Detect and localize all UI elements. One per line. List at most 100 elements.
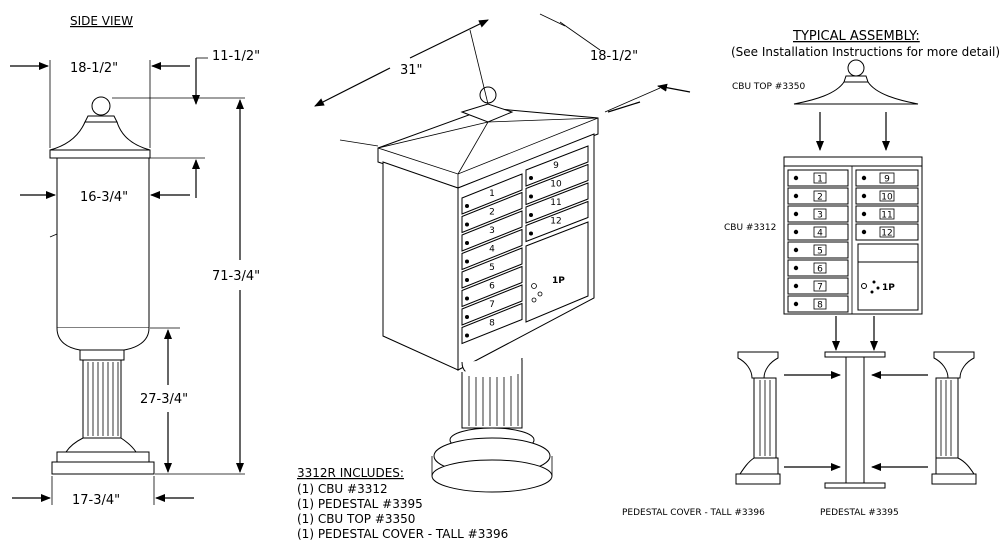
lock-icon xyxy=(793,283,799,289)
door-number: 8 xyxy=(817,301,823,311)
door-compartment xyxy=(855,187,919,205)
pedestal-cover-left xyxy=(735,351,781,485)
door-number: 1 xyxy=(489,189,495,199)
lock-icon xyxy=(861,211,867,217)
door-compartment xyxy=(787,259,849,277)
dim-pedestal-height: 27-3/4" xyxy=(140,392,188,407)
iso-pedestal xyxy=(461,360,523,429)
door-number-box xyxy=(813,262,827,274)
iso-door xyxy=(461,284,523,326)
lock-icon xyxy=(861,229,867,235)
door-number: 12 xyxy=(550,217,561,227)
lock-icon xyxy=(529,213,533,217)
assembly-subtitle: (See Installation Instructions for more … xyxy=(731,45,1000,59)
lock-icon xyxy=(861,193,867,199)
door-number: 7 xyxy=(817,283,823,293)
outgoing-slot xyxy=(857,243,919,263)
side-cap xyxy=(49,96,151,159)
door-number-box xyxy=(813,298,827,310)
door-number: 2 xyxy=(489,208,495,218)
typical-assembly: TYPICAL ASSEMBLY: (See Installation Inst… xyxy=(622,29,1000,518)
lock-icon xyxy=(529,231,533,236)
label-pedestal: PEDESTAL #3395 xyxy=(820,508,899,518)
door-number: 3 xyxy=(489,226,495,236)
door-number-box xyxy=(813,208,827,220)
door-number: 8 xyxy=(489,319,495,329)
door-number-box xyxy=(879,226,895,238)
door-compartment xyxy=(787,277,849,295)
label-pedestal-cover: PEDESTAL COVER - TALL #3396 xyxy=(622,508,765,518)
lock-icon xyxy=(465,333,469,338)
door-number: 4 xyxy=(489,245,495,255)
door-number: 5 xyxy=(817,247,823,257)
assembly-pedestal xyxy=(824,351,886,489)
iso-door xyxy=(461,210,523,252)
iso-door xyxy=(461,191,523,234)
lock-icon xyxy=(529,176,533,180)
iso-door xyxy=(525,163,589,206)
door-number: 9 xyxy=(553,161,559,171)
lock-icon xyxy=(465,278,469,282)
door-number-box xyxy=(813,172,827,184)
door-number: 2 xyxy=(817,193,823,203)
iso-dim-width: 31" xyxy=(400,63,423,78)
lock-icon xyxy=(465,296,469,301)
iso-parcel-door xyxy=(525,221,589,323)
dim-cap-height: 11-1/2" xyxy=(212,49,260,64)
lock-icon xyxy=(465,315,469,319)
lock-icon xyxy=(793,175,799,181)
label-cbu-top: CBU TOP #3350 xyxy=(732,82,805,92)
side-base xyxy=(65,437,137,453)
iso-door xyxy=(461,302,523,345)
door-number: 12 xyxy=(881,229,892,239)
door-compartment xyxy=(787,295,849,313)
door-compartment xyxy=(787,169,849,187)
lock-icon xyxy=(465,241,469,245)
assembly-parcel-label: 1P xyxy=(882,283,895,293)
label-cbu: CBU #3312 xyxy=(724,223,776,233)
door-number: 11 xyxy=(550,198,561,208)
side-neck xyxy=(56,327,150,351)
assembly-title: TYPICAL ASSEMBLY: xyxy=(792,29,920,44)
dim-body-width: 16-3/4" xyxy=(80,190,128,205)
door-compartment xyxy=(787,205,849,223)
door-number-box xyxy=(813,226,827,238)
door-number-box xyxy=(879,190,895,202)
door-number-box xyxy=(879,208,895,220)
door-number: 10 xyxy=(550,180,562,190)
dim-base-width: 17-3/4" xyxy=(72,493,120,508)
lock-icon xyxy=(529,194,533,199)
iso-door xyxy=(525,145,589,187)
lock-icon xyxy=(465,222,469,227)
assembly-cbu-top xyxy=(793,59,919,105)
lock-icon xyxy=(793,229,799,235)
iso-door xyxy=(461,228,523,271)
door-number: 4 xyxy=(817,229,823,239)
door-number: 6 xyxy=(817,265,823,275)
iso-door xyxy=(525,200,589,243)
includes-item: (1) PEDESTAL #3395 xyxy=(297,497,423,511)
dim-top-width: 18-1/2" xyxy=(70,61,118,76)
door-number: 5 xyxy=(489,263,495,273)
iso-door xyxy=(525,182,589,224)
iso-finial xyxy=(479,86,497,104)
iso-cabinet-side xyxy=(382,161,459,371)
door-number: 3 xyxy=(817,211,823,221)
door-number: 1 xyxy=(817,175,823,185)
door-number: 7 xyxy=(489,300,495,310)
iso-door xyxy=(461,247,523,289)
iso-door xyxy=(461,265,523,308)
iso-parcel-label: 1P xyxy=(552,276,565,286)
iso-door xyxy=(461,173,523,215)
includes-list: 3312R INCLUDES: (1) CBU #3312 (1) PEDEST… xyxy=(297,466,508,541)
door-number: 11 xyxy=(881,211,892,221)
lock-icon xyxy=(793,211,799,217)
door-number: 10 xyxy=(881,193,893,203)
door-compartment xyxy=(855,223,919,241)
door-number-box xyxy=(813,190,827,202)
side-view: SIDE VIEW xyxy=(10,14,260,508)
lock-icon xyxy=(793,265,799,271)
